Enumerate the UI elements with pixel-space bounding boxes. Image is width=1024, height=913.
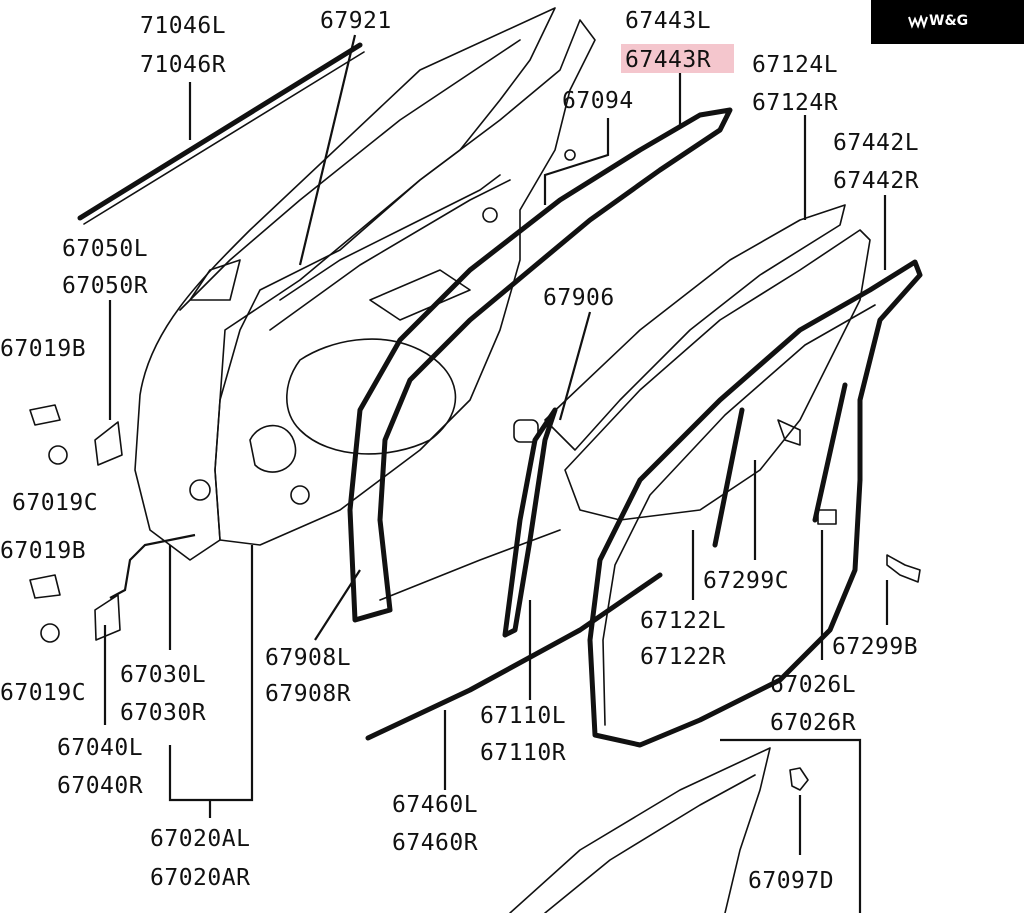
bolt-67019C-lower-drawing — [40, 623, 60, 643]
label-67110L: 67110L — [480, 703, 566, 729]
label-67019C-lower: 67019C — [0, 680, 86, 706]
label-67030R: 67030R — [120, 700, 206, 726]
label-67050R: 67050R — [62, 273, 148, 299]
label-67299C: 67299C — [703, 568, 789, 594]
label-67050L: 67050L — [62, 236, 148, 262]
door-opening-weatherstrip-drawing — [587, 259, 923, 748]
label-67020AL: 67020AL — [150, 826, 250, 852]
label-67443L: 67443L — [625, 8, 711, 34]
highlight-box — [621, 44, 734, 73]
bolt-67299B-drawing — [886, 554, 921, 583]
door-outer-panel-drawing — [134, 7, 556, 561]
label-67906: 67906 — [543, 285, 615, 311]
bolt-67019B-lower-drawing — [29, 574, 61, 599]
brand-logo-icon — [908, 15, 928, 29]
division-bar-front-drawing — [712, 407, 745, 548]
label-67122L: 67122L — [640, 608, 726, 634]
label-67460L: 67460L — [392, 792, 478, 818]
label-67040R: 67040R — [57, 773, 143, 799]
brand-logo-text: W&G — [929, 13, 969, 29]
brand-logo-box — [871, 0, 1024, 44]
label-67921: 67921 — [320, 8, 392, 34]
lower-hinge-drawing — [94, 594, 121, 641]
label-67019C-upper: 67019C — [12, 490, 98, 516]
clip-67299C-drawing — [777, 419, 801, 446]
label-67019B-upper: 67019B — [0, 336, 86, 362]
label-67110R: 67110R — [480, 740, 566, 766]
door-weatherstrip-drawing — [347, 107, 733, 623]
label-67030L: 67030L — [120, 662, 206, 688]
label-67026R: 67026R — [770, 710, 856, 736]
label-67040L: 67040L — [57, 735, 143, 761]
upper-hinge-drawing — [94, 421, 123, 466]
label-67124L: 67124L — [752, 52, 838, 78]
glass-run-drawing — [544, 204, 846, 451]
label-67908R: 67908R — [265, 681, 351, 707]
label-67908L: 67908L — [265, 645, 351, 671]
clip-67094-drawing — [564, 149, 576, 161]
label-67026L: 67026L — [770, 672, 856, 698]
rubber-stopper-drawing — [513, 419, 539, 443]
label-67020AR: 67020AR — [150, 865, 250, 891]
division-bar-rear-drawing — [812, 382, 848, 523]
bolt-67019B-upper-drawing — [29, 404, 61, 426]
label-67442L: 67442L — [833, 130, 919, 156]
belt-moulding-drawing — [77, 42, 363, 221]
label-67097D: 67097D — [748, 868, 834, 894]
label-67122R: 67122R — [640, 644, 726, 670]
partial-door-drawing — [509, 747, 771, 913]
rear-channel-drawing — [502, 407, 558, 638]
label-67094: 67094 — [562, 88, 634, 114]
door-inner-panel-drawing — [214, 19, 596, 546]
label-67460R: 67460R — [392, 830, 478, 856]
label-67299B: 67299B — [832, 634, 918, 660]
label-67442R: 67442R — [833, 168, 919, 194]
leader-lines — [103, 34, 889, 913]
bolt-67019C-upper-drawing — [48, 445, 68, 465]
label-67019B-lower: 67019B — [0, 538, 86, 564]
label-71046L: 71046L — [140, 13, 226, 39]
label-67443R: 67443R — [625, 47, 711, 73]
inner-belt-moulding-drawing — [365, 572, 663, 741]
clip-67097D-drawing — [789, 767, 809, 791]
door-glass-drawing — [564, 229, 871, 521]
label-71046R: 71046R — [140, 52, 226, 78]
label-67124R: 67124R — [752, 90, 838, 116]
